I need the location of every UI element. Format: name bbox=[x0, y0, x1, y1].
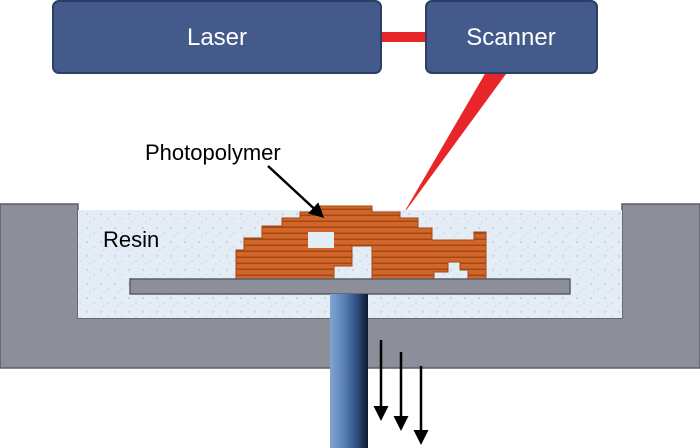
photopolymer-arrow bbox=[267, 165, 325, 219]
laser-box: Laser bbox=[52, 0, 382, 74]
resin-label: Resin bbox=[103, 227, 159, 252]
laser-label: Laser bbox=[187, 24, 247, 51]
scanner-label: Scanner bbox=[466, 24, 555, 51]
scanner-beam bbox=[402, 72, 506, 216]
photopolymer-label: Photopolymer bbox=[145, 140, 281, 165]
build-platform bbox=[129, 278, 571, 295]
downward-arrows bbox=[373, 340, 429, 445]
laser-scanner-beam bbox=[378, 32, 428, 42]
scanner-box: Scanner bbox=[425, 0, 598, 74]
elevator-rod bbox=[330, 294, 368, 448]
